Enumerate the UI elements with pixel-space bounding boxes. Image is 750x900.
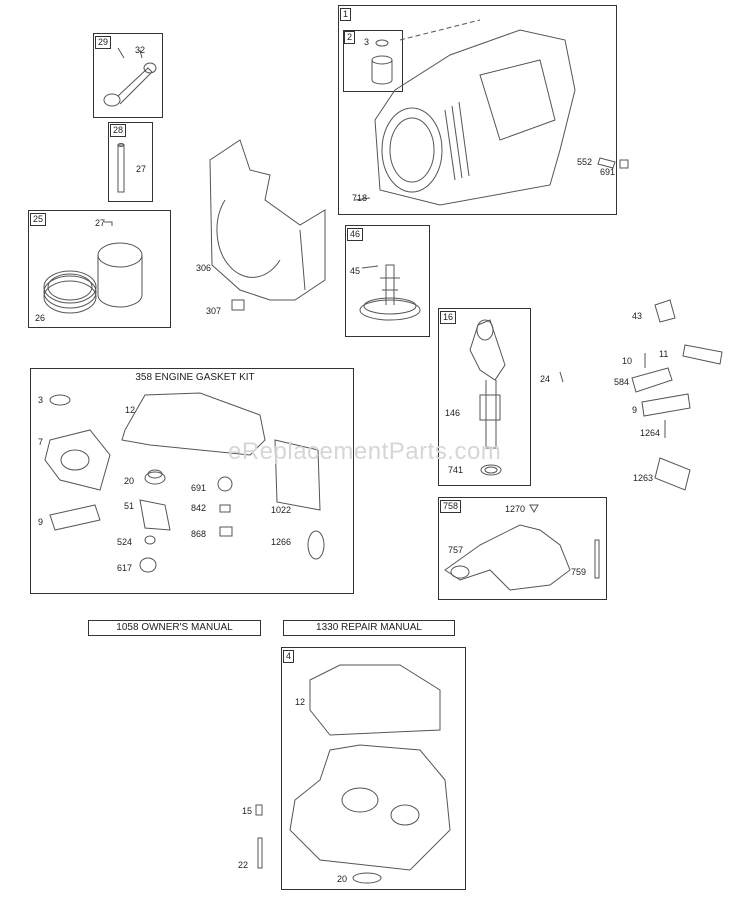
part-label[interactable]: 1266 <box>271 537 292 547</box>
part-label[interactable]: 45 <box>350 266 361 276</box>
tag-2[interactable]: 2 <box>344 31 356 44</box>
gasket-kit-box <box>30 368 354 594</box>
part-label[interactable]: 32 <box>135 45 146 55</box>
piston-box <box>28 210 171 328</box>
cylinder-block-part <box>374 19 576 206</box>
cylinder-sleeve-part <box>371 39 393 85</box>
part-label[interactable]: 759 <box>571 567 587 577</box>
part-label[interactable]: 3 <box>38 395 44 405</box>
part-label[interactable]: 20 <box>124 476 135 486</box>
tag-758[interactable]: 758 <box>440 500 462 513</box>
tag-29[interactable]: 29 <box>95 36 112 49</box>
cylinder-box <box>338 5 617 215</box>
tag-46[interactable]: 46 <box>347 228 364 241</box>
tag-25[interactable]: 25 <box>30 213 47 226</box>
tag-28[interactable]: 28 <box>110 124 127 137</box>
part-label[interactable]: 12 <box>125 405 136 415</box>
part-label[interactable]: 20 <box>337 874 348 884</box>
sump-box <box>281 647 466 890</box>
part-label[interactable]: 307 <box>206 306 222 316</box>
tag-16[interactable]: 16 <box>440 311 457 324</box>
part-label[interactable]: 757 <box>448 545 464 555</box>
connecting-rod-part <box>103 47 157 107</box>
key-24-part <box>559 371 564 383</box>
part-label[interactable]: 22 <box>238 860 249 870</box>
wrist-pin-box <box>108 122 153 202</box>
repair-manual-title[interactable]: 1330 REPAIR MANUAL <box>316 622 422 633</box>
owners-manual-title[interactable]: 1058 OWNER'S MANUAL <box>116 622 233 633</box>
part-label[interactable]: 11 <box>659 349 669 359</box>
part-label[interactable]: 306 <box>196 263 212 273</box>
part-label[interactable]: 9 <box>632 405 638 415</box>
part-label[interactable]: 7 <box>38 437 44 447</box>
cylinder-sleeve-box <box>343 30 403 92</box>
part-label[interactable]: 1264 <box>640 428 661 438</box>
part-label[interactable]: 27 <box>136 164 147 174</box>
part-label[interactable]: 9 <box>38 517 44 527</box>
sump-part <box>255 664 451 884</box>
part-label[interactable]: 51 <box>124 501 135 511</box>
stud-718-part <box>354 197 371 201</box>
part-label[interactable]: 617 <box>117 563 133 573</box>
part-label[interactable]: 718 <box>352 193 368 203</box>
tag-1[interactable]: 1 <box>340 8 352 21</box>
cam-gear-part <box>359 264 421 321</box>
part-label[interactable]: 691 <box>191 483 207 493</box>
owners-manual-box <box>88 620 261 636</box>
balancer-part <box>444 504 600 591</box>
part-label[interactable]: 43 <box>632 311 643 321</box>
repair-manual-box <box>283 620 455 636</box>
gasket-kit-parts <box>44 392 325 573</box>
part-label[interactable]: 10 <box>622 356 633 366</box>
part-label[interactable]: 12 <box>295 697 306 707</box>
part-label[interactable]: 842 <box>191 503 207 513</box>
part-label[interactable]: 27 <box>95 218 106 228</box>
part-label[interactable]: 524 <box>117 537 133 547</box>
connecting-rod-box <box>93 33 163 118</box>
screw-307-part <box>231 299 245 311</box>
crankshaft-part <box>469 319 506 476</box>
bolt-552-part <box>597 157 616 169</box>
gasket-kit-title: 358 ENGINE GASKET KIT <box>135 372 255 383</box>
nut-691-part <box>619 159 629 169</box>
part-label[interactable]: 868 <box>191 529 207 539</box>
balancer-box <box>438 497 607 600</box>
part-label[interactable]: 146 <box>445 408 461 418</box>
part-label[interactable]: 26 <box>35 313 46 323</box>
part-label[interactable]: 691 <box>600 167 616 177</box>
governor-parts <box>631 299 723 491</box>
wrist-pin-part <box>117 143 125 193</box>
crankshaft-box <box>438 308 531 486</box>
tag-4[interactable]: 4 <box>283 650 295 663</box>
part-label[interactable]: 3 <box>364 37 370 47</box>
part-label[interactable]: 1022 <box>271 505 292 515</box>
cam-gear-box <box>345 225 430 337</box>
watermark: eReplacementParts.com <box>228 438 502 465</box>
part-label[interactable]: 552 <box>577 157 593 167</box>
part-label[interactable]: 1263 <box>633 473 654 483</box>
part-label[interactable]: 1270 <box>505 504 526 514</box>
piston-part <box>43 221 143 314</box>
part-label[interactable]: 741 <box>448 465 464 475</box>
part-label[interactable]: 584 <box>614 377 630 387</box>
part-label[interactable]: 15 <box>242 806 253 816</box>
blower-housing-part <box>209 139 326 301</box>
part-label[interactable]: 24 <box>540 374 551 384</box>
